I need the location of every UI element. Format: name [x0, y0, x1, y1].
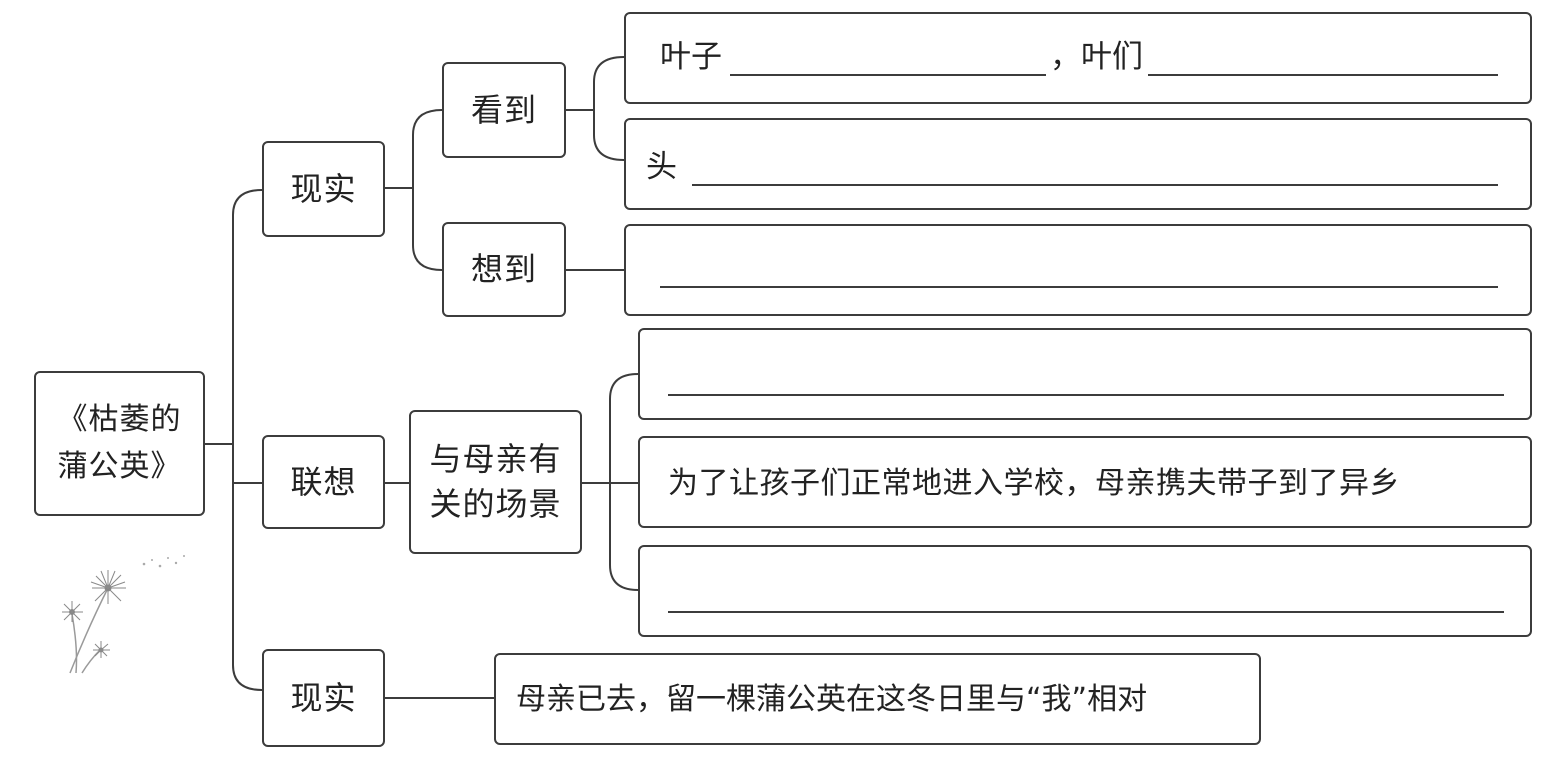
association-node: 联想 [262, 435, 385, 529]
root-title-line1: 《枯萎的 [57, 402, 182, 437]
think-answer-box [624, 224, 1532, 316]
answer-blank-4[interactable] [660, 286, 1498, 288]
reality-label-1: 现实 [290, 169, 357, 208]
answer-blank-2[interactable] [1148, 74, 1498, 76]
see-node: 看到 [442, 62, 566, 158]
scene-node: 与母亲有 关的场景 [409, 410, 582, 554]
root-title-line2: 蒲公英》 [57, 448, 182, 484]
see-answer-box-2: 头 [624, 118, 1532, 210]
answer-blank-6[interactable] [668, 611, 1504, 613]
conclusion-text: 母亲已去，留一棵蒲公英在这冬日里与“我”相对 [516, 682, 1148, 717]
scene-given-text: 为了让孩子们正常地进入学校，母亲携夫带子到了异乡 [668, 466, 1400, 501]
answer-blank-5[interactable] [668, 394, 1504, 396]
see-answer-line2-prefix: 头 [646, 149, 677, 185]
see-answer-middle: ，叶们 [1050, 39, 1143, 75]
answer-blank-3[interactable] [692, 184, 1498, 186]
dandelion-icon [62, 555, 185, 674]
reality-node-2: 现实 [262, 649, 385, 747]
scene-label-line2: 关的场景 [429, 485, 562, 523]
conclusion-box: 母亲已去，留一棵蒲公英在这冬日里与“我”相对 [494, 653, 1261, 745]
think-node: 想到 [442, 222, 566, 317]
reality-label-2: 现实 [290, 678, 357, 717]
scene-given-box: 为了让孩子们正常地进入学校，母亲携夫带子到了异乡 [638, 436, 1532, 528]
see-answer-prefix: 叶子 [660, 39, 722, 75]
answer-blank-1[interactable] [730, 74, 1046, 76]
see-answer-box-1: 叶子 ，叶们 [624, 12, 1532, 104]
think-label: 想到 [470, 250, 537, 289]
see-label: 看到 [470, 90, 537, 129]
scene-answer-box-1 [638, 328, 1532, 420]
scene-label-line1: 与母亲有 [429, 440, 562, 479]
association-label: 联想 [290, 462, 357, 501]
reality-node-1: 现实 [262, 141, 385, 237]
root-node: 《枯萎的 蒲公英》 [34, 371, 205, 516]
scene-answer-box-3 [638, 545, 1532, 637]
